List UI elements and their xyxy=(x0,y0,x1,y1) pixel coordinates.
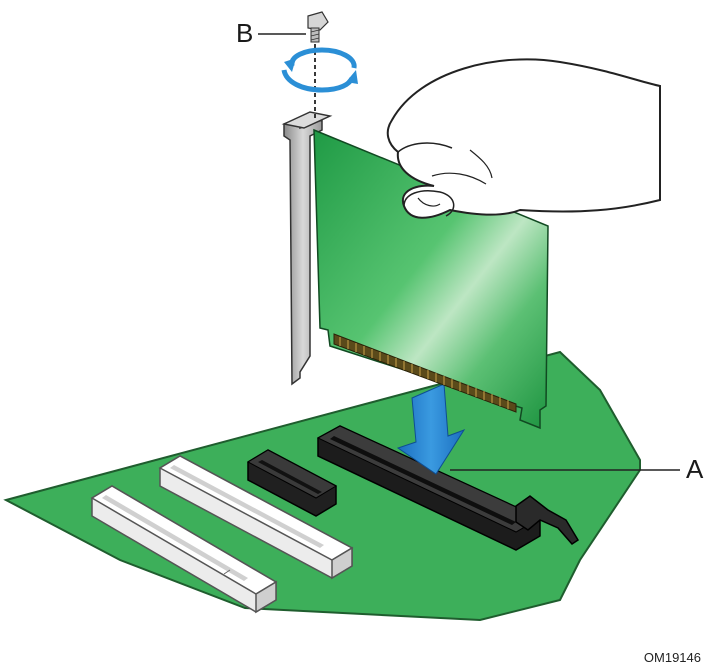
rotation-arrow-icon xyxy=(281,47,358,93)
insertion-arrow xyxy=(396,383,466,475)
callout-label-b: B xyxy=(236,18,254,48)
pcie-x1-slot xyxy=(246,449,338,517)
retention-latch xyxy=(515,495,580,545)
screw-icon xyxy=(307,11,329,43)
card-bracket xyxy=(281,111,333,386)
pcie-x16-slot xyxy=(316,425,580,551)
pci-slot-1 xyxy=(90,485,278,614)
hand-illustration xyxy=(386,58,661,219)
figure-id: OM19146 xyxy=(643,650,701,665)
pci-slot-2 xyxy=(158,455,354,580)
callout-label-a: A xyxy=(686,454,704,484)
